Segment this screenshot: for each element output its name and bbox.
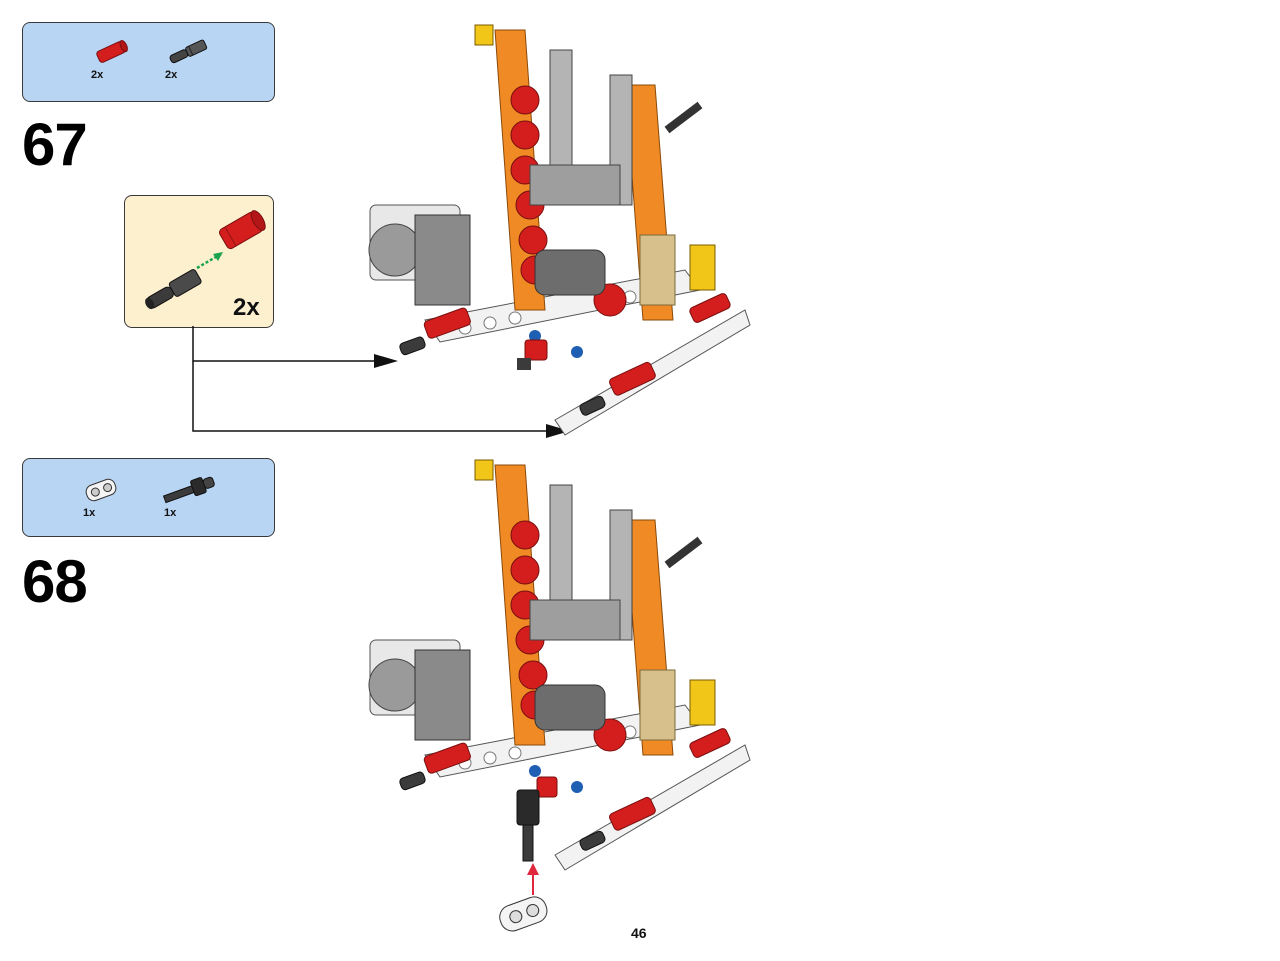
- black-axle-with-pin-icon: [162, 476, 215, 504]
- model-illustration-step-68: [368, 459, 751, 932]
- part-qty: 2x: [165, 69, 178, 81]
- subassembly-qty: 2x: [233, 294, 260, 321]
- step-number-68: 68: [22, 548, 88, 615]
- pin-into-connector-icon: [145, 210, 266, 310]
- step-67-subassembly-callout: 2x: [124, 195, 274, 328]
- part-qty: 2x: [91, 69, 104, 81]
- black-axle-pin-icon: [169, 39, 208, 64]
- white-cross-block-icon: [85, 478, 117, 502]
- step-67-parts-list: 2x 2x: [22, 22, 275, 102]
- part-qty: 1x: [83, 507, 96, 519]
- red-axle-connector-icon: [96, 39, 128, 63]
- step-number-67: 67: [22, 111, 88, 178]
- step-68-parts-list: 1x 1x: [22, 458, 275, 537]
- page-number: 46: [631, 925, 647, 941]
- model-illustration-step-67: [368, 24, 751, 436]
- part-qty: 1x: [164, 507, 177, 519]
